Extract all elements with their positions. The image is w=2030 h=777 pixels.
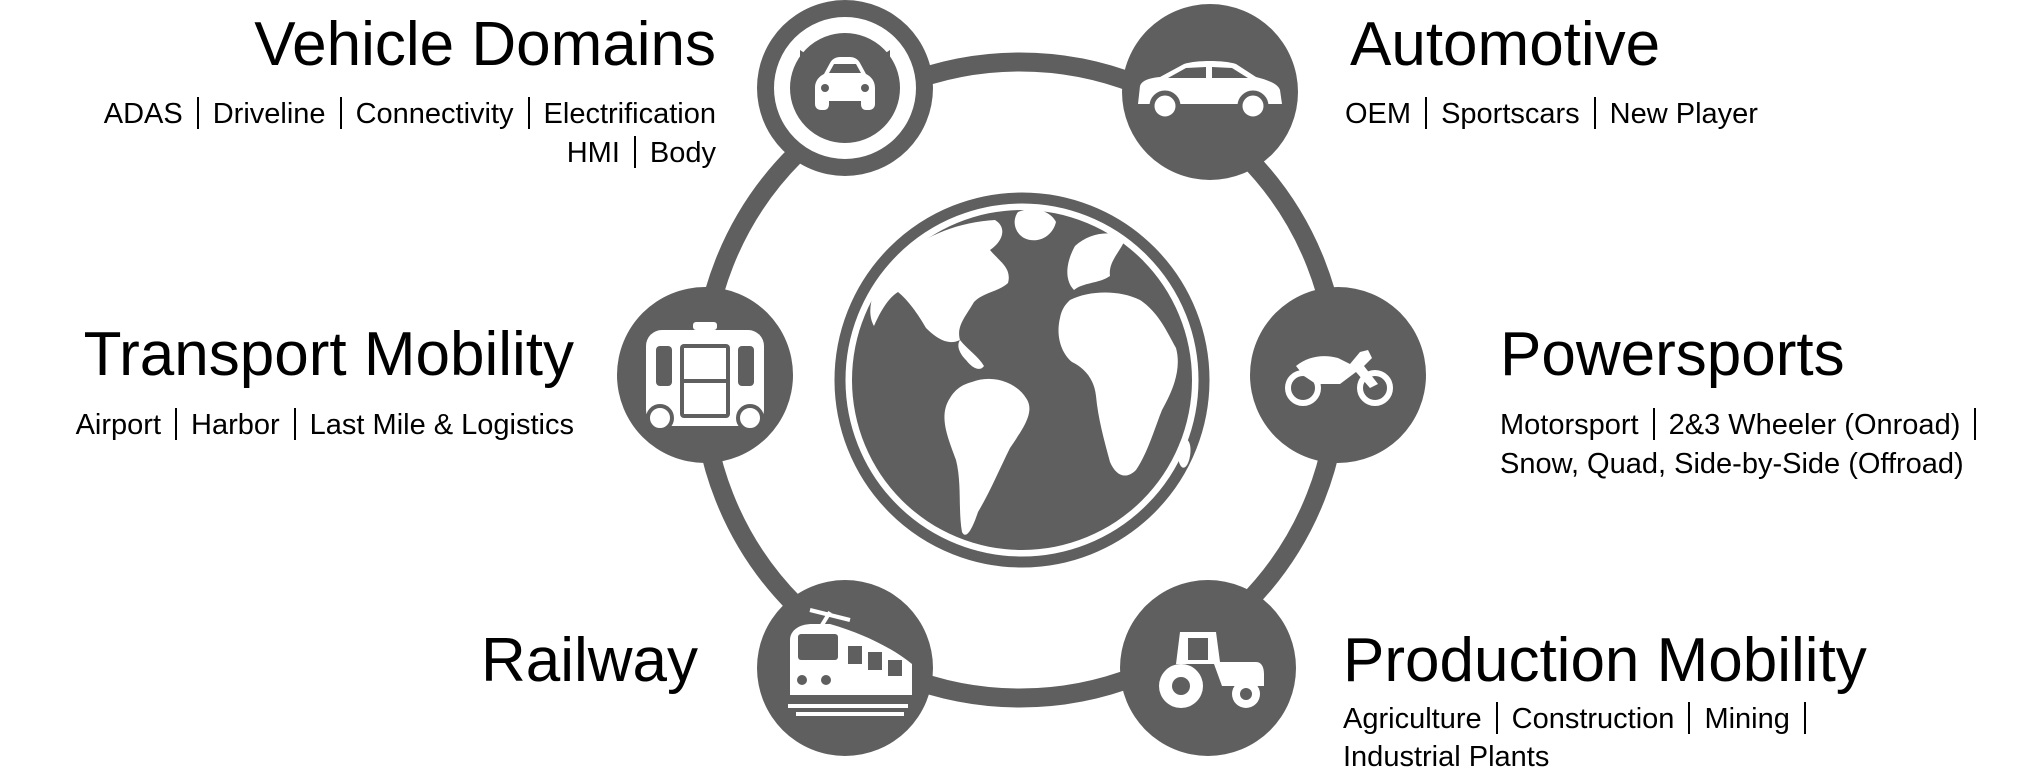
production-mobility-items-line-1: Agriculture Construction Mining <box>1343 700 1820 739</box>
separator <box>1974 408 1977 440</box>
item-connectivity: Connectivity <box>355 98 514 130</box>
vehicle-domains-items-line-2: HMI Body <box>20 134 716 173</box>
vehicle-domains-node <box>757 0 933 176</box>
item-body: Body <box>649 137 716 169</box>
item-electrification: Electrification <box>543 98 716 130</box>
motorcycle-icon <box>1285 350 1393 406</box>
separator <box>633 136 636 168</box>
sedan-car-icon <box>1138 61 1282 122</box>
separator <box>1593 97 1596 129</box>
separator <box>1688 702 1691 734</box>
separator <box>1495 702 1498 734</box>
item-sportscars: Sportscars <box>1441 98 1580 130</box>
separator <box>527 97 530 129</box>
transport-mobility-items: Airport Harbor Last Mile & Logistics <box>0 406 574 445</box>
railway-node <box>757 580 933 756</box>
powersports-items-line-2: Snow, Quad, Side-by-Side (Offroad) <box>1500 445 1964 484</box>
item-construction: Construction <box>1511 703 1675 735</box>
railway-title: Railway <box>480 626 698 695</box>
separator <box>1803 702 1806 734</box>
shuttle-bus-icon <box>646 322 764 432</box>
separator <box>196 97 199 129</box>
automotive-items: OEM Sportscars New Player <box>1345 95 1758 134</box>
item-harbor: Harbor <box>191 409 280 441</box>
vehicle-domains-items-line-1: ADAS Driveline Connectivity Electrification <box>20 95 716 134</box>
globe-icon <box>834 192 1210 568</box>
item-agriculture: Agriculture <box>1343 703 1482 735</box>
production-mobility-title: Production Mobility <box>1343 626 1867 695</box>
separator <box>1652 408 1655 440</box>
item-airport: Airport <box>75 409 162 441</box>
item-offroad: Snow, Quad, Side-by-Side (Offroad) <box>1500 448 1964 480</box>
production-mobility-items-line-2: Industrial Plants <box>1343 738 1549 777</box>
item-adas: ADAS <box>103 98 183 130</box>
powersports-items-line-1: Motorsport 2&3 Wheeler (Onroad) <box>1500 406 1990 445</box>
item-motorsport: Motorsport <box>1500 409 1639 441</box>
item-new-player: New Player <box>1609 98 1758 130</box>
train-icon <box>788 608 912 716</box>
separator <box>293 408 296 440</box>
tractor-icon <box>1159 632 1264 708</box>
production-mobility-node <box>1120 580 1296 756</box>
separator <box>175 408 178 440</box>
powersports-node <box>1250 287 1426 463</box>
item-mining: Mining <box>1704 703 1790 735</box>
item-industrial-plants: Industrial Plants <box>1343 741 1550 773</box>
separator <box>1425 97 1428 129</box>
transport-mobility-node <box>617 287 793 463</box>
item-last-mile-logistics: Last Mile & Logistics <box>309 409 574 441</box>
powersports-title: Powersports <box>1500 320 1845 389</box>
item-oem: OEM <box>1345 98 1412 130</box>
item-2-3-wheeler: 2&3 Wheeler (Onroad) <box>1668 409 1961 441</box>
transport-mobility-title: Transport Mobility <box>83 320 574 389</box>
separator <box>339 97 342 129</box>
vehicle-domains-title: Vehicle Domains <box>254 10 716 79</box>
item-driveline: Driveline <box>212 98 326 130</box>
automotive-node <box>1122 4 1298 180</box>
item-hmi: HMI <box>566 137 620 169</box>
car-cycle-icon <box>774 17 916 159</box>
automotive-title: Automotive <box>1350 10 1661 79</box>
